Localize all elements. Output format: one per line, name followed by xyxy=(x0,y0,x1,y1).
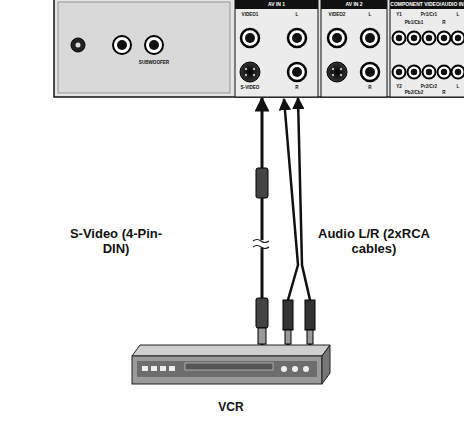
jack-label: L xyxy=(457,84,460,90)
cable-details xyxy=(253,99,315,345)
component-jacks xyxy=(393,32,464,79)
section-header: AV IN 1 xyxy=(235,0,318,9)
vcr-illustration xyxy=(132,345,330,384)
jack-label: R xyxy=(295,85,298,91)
jack-label: Pr1/Cr1 xyxy=(421,12,437,18)
jack-label: L xyxy=(369,12,372,18)
jack-label: S-VIDEO xyxy=(241,85,260,91)
section-header: AV IN 2 xyxy=(321,0,387,9)
jack-label: SUBWOOFER xyxy=(139,60,169,66)
jack-label: L xyxy=(457,12,460,18)
av-in-1-jacks xyxy=(240,29,306,82)
rear-jacks xyxy=(71,36,163,54)
jack-label: VIDEO2 xyxy=(329,12,346,18)
jack-label: R xyxy=(442,90,445,96)
jack-label: Y2 xyxy=(396,84,402,90)
vcr-device: VCR xyxy=(132,345,330,384)
cable-label: S-Video (4-Pin-DIN) xyxy=(68,226,164,256)
jack-label: Pb1/Cb1 xyxy=(405,20,423,26)
jack-label: VIDEO1 xyxy=(242,12,259,18)
jack-label: Pr2/Cr2 xyxy=(421,84,437,90)
tv-panel xyxy=(54,0,464,97)
cable-label: Audio L/R (2xRCA cables) xyxy=(318,226,430,256)
jack-label: Y1 xyxy=(396,12,402,18)
section-header: COMPONENT VIDEO/AUDIO IN xyxy=(390,0,464,9)
av-in-2-jacks xyxy=(327,29,379,82)
jack-label: R xyxy=(442,20,445,26)
device-label: VCR xyxy=(218,400,243,414)
jack-label: L xyxy=(296,12,299,18)
jack-label: R xyxy=(368,85,371,91)
jack-label: Pb2/Cb2 xyxy=(405,90,423,96)
